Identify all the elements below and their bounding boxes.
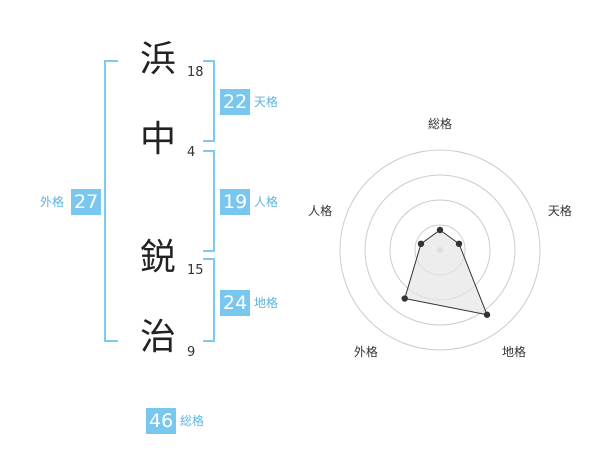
name-char-2: 中	[140, 119, 177, 160]
gaikaku-badge: 27	[71, 189, 102, 215]
radar-area	[404, 229, 488, 316]
soukaku-label: 総格	[180, 414, 205, 428]
radar-point	[483, 311, 491, 318]
stroke-count-3: 15	[187, 263, 204, 278]
radar-axis-label: 人格	[308, 203, 332, 218]
soukaku-badge: 46	[146, 408, 177, 434]
gaikaku-label: 外格	[40, 195, 65, 209]
jinkaku-badge: 19	[220, 189, 251, 215]
radar-ring	[339, 149, 541, 351]
radar-axis-label: 地格	[502, 344, 526, 359]
tenkaku-bracket	[203, 60, 215, 142]
gaikaku-bracket	[104, 60, 118, 342]
stroke-count-1: 18	[187, 65, 204, 80]
jinkaku-bracket	[203, 150, 215, 252]
radar-points	[401, 226, 491, 318]
stroke-count-4: 9	[187, 345, 196, 360]
radar-ring	[364, 174, 516, 326]
tenkaku-label: 天格	[254, 95, 279, 109]
chikaku-label: 地格	[254, 296, 279, 310]
radar-axis-label: 総格	[428, 116, 452, 131]
chikaku-badge: 24	[220, 290, 251, 316]
chikaku-bracket	[203, 258, 215, 342]
tenkaku-badge: 22	[220, 89, 251, 115]
name-char-1: 浜	[140, 39, 177, 80]
jinkaku-label: 人格	[254, 195, 279, 209]
stroke-count-2: 4	[187, 145, 196, 160]
radar-point	[401, 295, 408, 302]
name-char-4: 治	[140, 317, 177, 358]
radar-point	[417, 240, 425, 248]
name-char-3: 鋭	[140, 237, 177, 278]
radar-axis-label: 天格	[548, 203, 572, 218]
radar-point	[455, 240, 463, 248]
radar-point	[436, 226, 444, 234]
radar-axis-label: 外格	[354, 344, 378, 359]
